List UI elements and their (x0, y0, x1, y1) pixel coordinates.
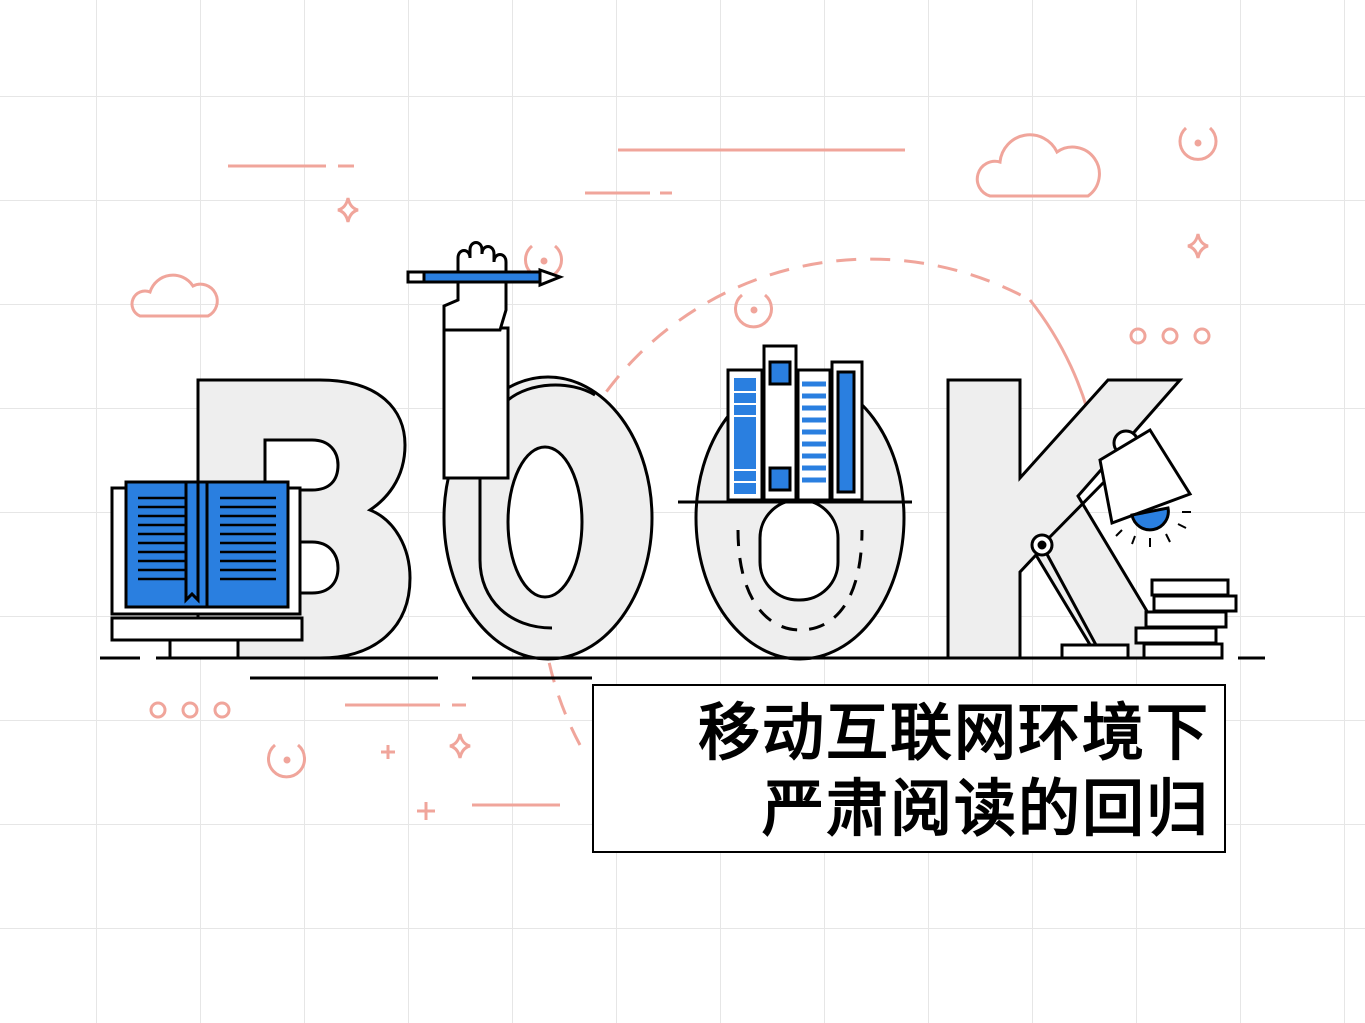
book-shelf (726, 344, 864, 502)
desk-lamp-icon (1030, 427, 1193, 660)
cloud-icon (975, 133, 1101, 198)
caption-box: 移动互联网环境下 严肃阅读的回归 (592, 684, 1226, 853)
decor-lines (228, 148, 905, 807)
caption-line-2: 严肃阅读的回归 (761, 772, 1210, 845)
ground-line (100, 656, 1265, 680)
open-book-icon (110, 480, 304, 660)
sparkle-icon (337, 197, 1209, 759)
cloud-icon (130, 273, 219, 318)
caption-line-1: 移动互联网环境下 (697, 696, 1210, 769)
three-dots-icon (149, 327, 1211, 719)
plus-icon (381, 745, 435, 820)
book-stack-icon (1134, 578, 1238, 660)
pencil-hand-icon (406, 241, 565, 480)
